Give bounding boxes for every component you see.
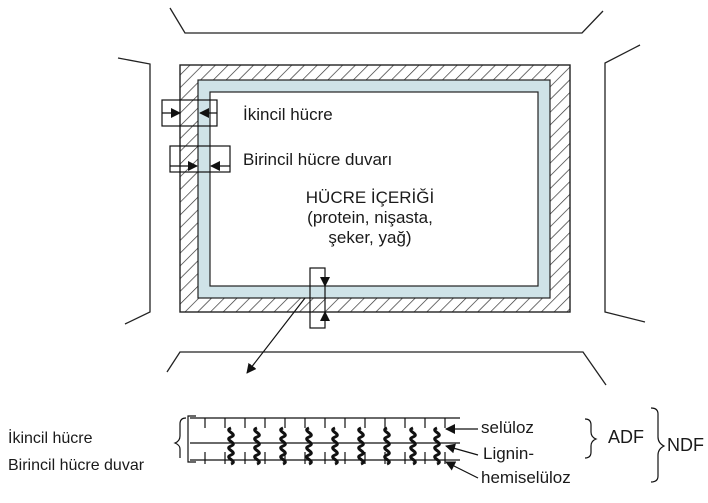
detail-secondary-label: İkincil hücre [8, 430, 92, 448]
detail-left-bracket [188, 416, 196, 462]
adf-label: ADF [608, 427, 644, 448]
detail-ticks-bottom [205, 452, 445, 464]
neighbor-cell-left [118, 58, 150, 324]
hemicellulose-label: hemiselüloz [481, 468, 571, 488]
cellulose-label: selüloz [481, 418, 534, 438]
secondary-wall-label: İkincil hücre [243, 105, 333, 125]
detail-ticks-top [205, 418, 445, 428]
primary-wall-label: Birincil hücre duvarı [243, 150, 392, 170]
ndf-label: NDF [667, 435, 704, 456]
neighbor-cell-right [605, 45, 645, 322]
label-arrows [446, 429, 478, 478]
cell-contents-line1: (protein, nişasta, [300, 208, 440, 228]
adf-brace [585, 419, 596, 458]
detail-primary-label: Birincil hücre duvar [8, 457, 144, 475]
neighbor-cell-top [170, 8, 603, 33]
cell-contents-title: HÜCRE İÇERİĞİ [300, 188, 440, 208]
detail-secondary-brace [175, 418, 186, 458]
cellulose-coils [229, 428, 440, 464]
neighbor-cell-bottom [167, 352, 606, 385]
cell-contents-line2: şeker, yağ) [300, 228, 440, 248]
ndf-brace [651, 408, 664, 482]
lignin-label: Lignin- [483, 444, 534, 464]
wall-detail [175, 416, 460, 464]
